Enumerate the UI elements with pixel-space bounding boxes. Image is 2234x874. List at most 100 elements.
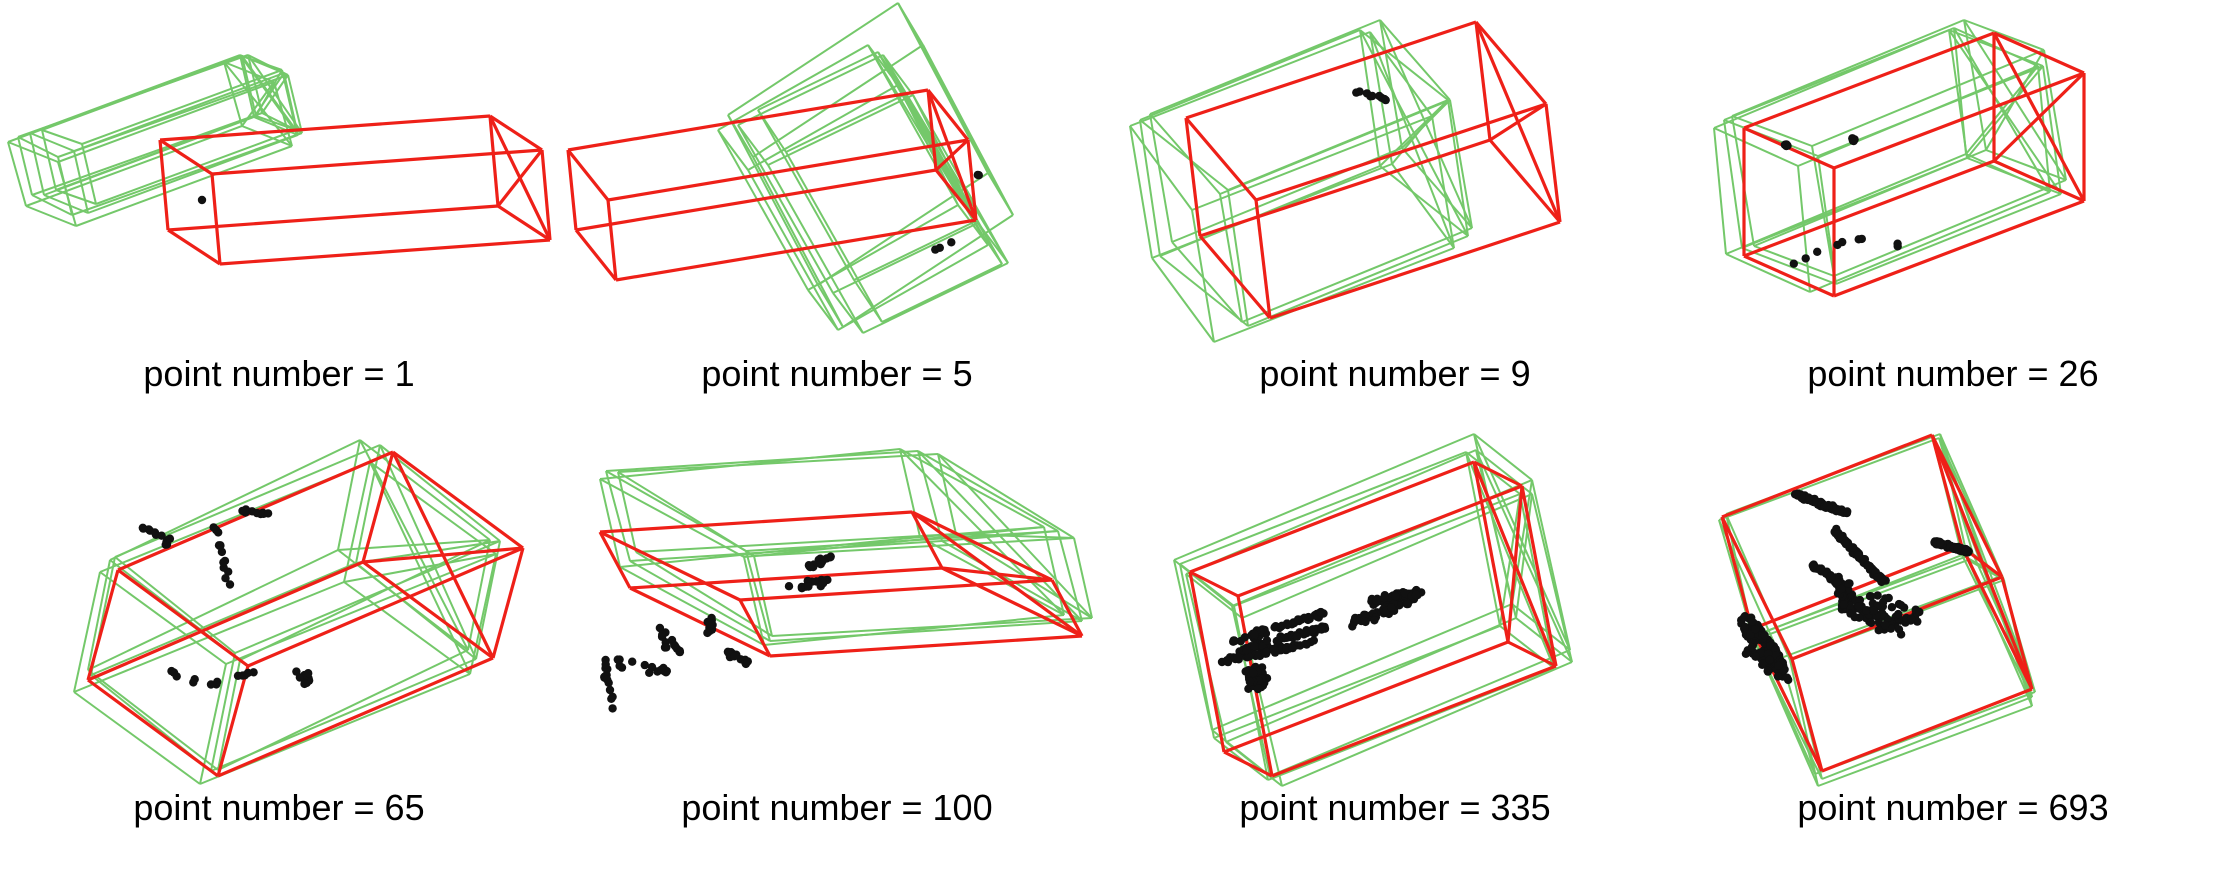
proposal-box-4-edge <box>241 81 275 127</box>
proposal-box-2-edge <box>1713 127 1799 167</box>
proposal-box-3-edge <box>1191 209 1215 343</box>
point <box>221 574 230 583</box>
point <box>1962 546 1971 555</box>
point <box>252 508 262 518</box>
ground-truth-box-edge <box>1993 31 2085 75</box>
proposal-box-3 <box>1129 31 1455 343</box>
point <box>601 660 610 669</box>
panel-3-boxes <box>1129 19 1562 343</box>
proposal-box-1-edge <box>17 136 59 158</box>
point <box>1837 533 1846 542</box>
ground-truth-box <box>1720 433 2034 773</box>
point <box>743 657 752 666</box>
ground-truth-box-edge <box>1993 159 2085 203</box>
point <box>1352 616 1361 625</box>
point <box>1403 599 1412 609</box>
ground-truth-box-edge <box>1930 434 2004 578</box>
proposal-box-3-edge <box>853 221 975 281</box>
proposal-box-2-edge <box>767 164 864 334</box>
panel-4-caption: point number = 26 <box>1807 353 2099 394</box>
proposal-box-4-edge <box>25 125 243 207</box>
proposal-box-2-edge <box>87 134 299 214</box>
ground-truth-box-edge <box>941 566 1083 638</box>
point <box>816 560 825 569</box>
point <box>1381 95 1390 105</box>
point <box>1372 596 1381 605</box>
proposal-box-3-edge <box>1269 649 1571 777</box>
ground-truth-box-edge <box>1833 71 2085 170</box>
point <box>1751 652 1760 661</box>
proposal-box-2-edge <box>1241 227 1473 323</box>
point <box>1880 620 1890 630</box>
point <box>705 619 715 628</box>
proposal-box-4-edge <box>57 161 77 227</box>
panel-1-boxes <box>7 54 552 266</box>
ground-truth-box-edge <box>615 218 977 282</box>
point <box>1229 636 1239 645</box>
point <box>1223 657 1233 667</box>
point <box>263 509 273 518</box>
proposal-box-3-edge <box>1129 31 1371 127</box>
ground-truth-box-edge <box>598 531 632 589</box>
proposal-box-3-edge <box>1963 19 2045 51</box>
proposal-box-3-edge <box>1531 479 1571 651</box>
proposal-box-3-edge <box>1731 115 1813 147</box>
proposal-box-3-edge <box>1939 433 1969 561</box>
proposal-box-1-edge <box>1179 451 1467 565</box>
ground-truth-box-edge <box>1188 571 1226 753</box>
ground-truth-box-edge <box>1198 234 1272 320</box>
ground-truth-box-edge <box>216 665 250 777</box>
point <box>947 238 956 247</box>
point <box>675 647 684 656</box>
point <box>608 704 617 713</box>
point <box>1293 632 1302 641</box>
proposal-box-2-edge <box>1149 19 1381 115</box>
proposal-box-2-edge <box>99 571 227 665</box>
ground-truth-box-edge <box>1189 570 1239 598</box>
panel-3: point number = 9 <box>1116 0 1674 437</box>
ground-truth-box-edge <box>910 511 944 569</box>
proposal-box-3 <box>1173 433 1571 777</box>
point <box>1915 607 1924 617</box>
proposal-box-4-edge <box>837 244 989 331</box>
point <box>656 665 666 675</box>
proposal-box-1-edge <box>287 74 303 134</box>
proposal-box-3-edge <box>635 551 773 637</box>
proposal-box-3-edge <box>1073 537 1093 619</box>
ground-truth-box-edge <box>1271 664 1557 778</box>
ground-truth-box-edge <box>1506 485 1524 643</box>
proposal-box-4 <box>7 61 293 227</box>
ground-truth-box-edge <box>1185 20 1477 120</box>
proposal-box-4-edge <box>25 205 77 227</box>
ground-truth-box-edge <box>1189 460 1475 574</box>
proposal-box-1-edge <box>1247 235 1469 327</box>
ground-truth-box-edge <box>1992 71 2086 163</box>
ground-truth-box-edge <box>1507 640 1557 668</box>
point <box>617 663 627 672</box>
proposal-box-2-edge <box>1725 253 1811 293</box>
proposal-box-1-edge <box>752 44 924 158</box>
proposal-box-4-edge <box>241 125 293 147</box>
point <box>1894 609 1903 619</box>
ground-truth-box-edge <box>607 138 969 202</box>
ground-truth-box-edge <box>1473 460 1523 488</box>
ground-truth-box <box>1184 20 1562 320</box>
point <box>292 667 301 676</box>
proposal-box-1-edge <box>87 559 111 671</box>
proposal-box-1-edge <box>1139 119 1161 257</box>
ground-truth-box-edge <box>362 560 494 660</box>
point <box>1317 625 1326 634</box>
ground-truth-box-edge <box>1720 516 1754 630</box>
proposal-box-1-edge <box>337 439 361 551</box>
point <box>935 243 944 252</box>
proposal-box-3-edge <box>1753 149 1987 247</box>
point <box>1765 655 1774 664</box>
proposal-box-1-edge <box>629 560 771 642</box>
ground-truth-box-edge <box>2000 576 2034 690</box>
proposal-box-1-edge <box>817 172 989 286</box>
point <box>1884 593 1893 603</box>
proposal-box-2-edge <box>1713 27 1955 129</box>
ground-truth-box-edge <box>491 547 525 659</box>
point <box>1309 636 1318 645</box>
